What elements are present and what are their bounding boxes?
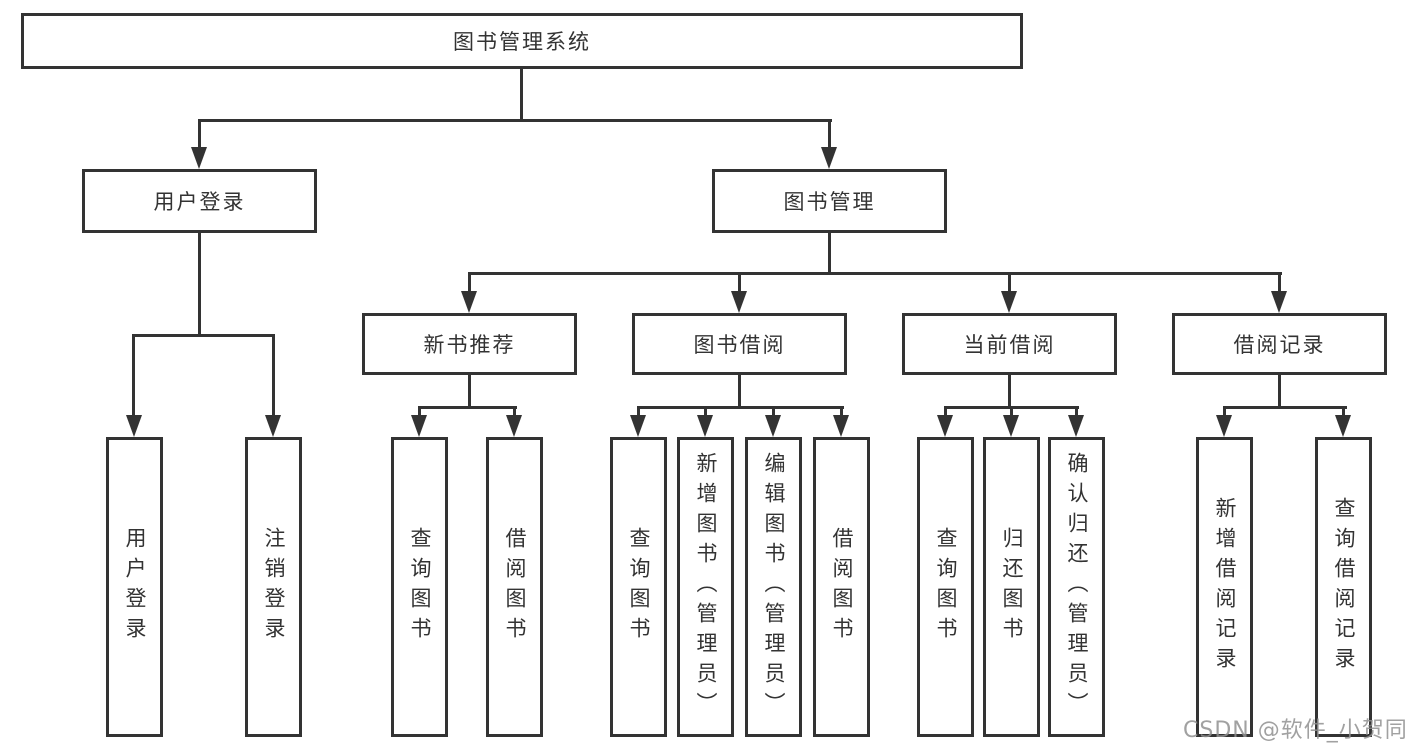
node-leaf-borrow-books: 借阅图书 [813,437,870,737]
arrow-down-icon [731,291,747,313]
csdn-watermark: CSDN @软件_小贺同学 [1183,718,1405,743]
arrow-down-icon [1216,415,1232,437]
connector-line [198,233,201,336]
arrow-down-icon [937,415,953,437]
connector-line [418,406,421,417]
arrow-down-icon [411,415,427,437]
node-leaf-confirm-return-admin: 确认归还（管理员） [1048,437,1105,737]
node-new-book-recommendation: 新书推荐 [362,313,577,375]
arrow-down-icon [1068,415,1084,437]
connector-line [198,119,832,122]
connector-line [772,406,775,417]
arrow-down-icon [1001,291,1017,313]
node-leaf-add-books-admin: 新增图书（管理员） [677,437,734,737]
connector-line [132,334,135,418]
connector-line [1278,375,1281,408]
node-user-login: 用户登录 [82,169,317,233]
connector-line [1008,375,1011,408]
connector-line [468,375,471,408]
connector-line [738,272,741,293]
connector-line [1223,406,1347,409]
node-library-management-system: 图书管理系统 [21,13,1023,69]
arrow-down-icon [461,291,477,313]
arrow-down-icon [265,415,281,437]
connector-line [1278,272,1281,293]
connector-line [132,334,275,337]
node-leaf-query-borrow-record: 查询借阅记录 [1315,437,1372,737]
arrow-down-icon [630,415,646,437]
connector-line [1075,406,1078,417]
arrow-down-icon [506,415,522,437]
arrow-down-icon [765,415,781,437]
connector-line [704,406,707,417]
arrow-down-icon [191,147,207,169]
arrow-down-icon [126,415,142,437]
arrow-down-icon [833,415,849,437]
node-leaf-logout: 注销登录 [245,437,302,737]
connector-line [738,375,741,408]
node-leaf-add-borrow-record: 新增借阅记录 [1196,437,1253,737]
connector-line [944,406,947,417]
node-leaf-edit-books-admin: 编辑图书（管理员） [745,437,802,737]
arrow-down-icon [1003,415,1019,437]
connector-line [272,334,275,418]
connector-line [1223,406,1226,417]
connector-line [468,272,1282,275]
node-book-management: 图书管理 [712,169,947,233]
connector-line [1008,272,1011,293]
node-current-borrowing: 当前借阅 [902,313,1117,375]
node-book-borrowing: 图书借阅 [632,313,847,375]
connector-line [198,119,201,150]
arrow-down-icon [697,415,713,437]
connector-line [637,406,844,409]
arrow-down-icon [821,147,837,169]
node-leaf-borrow-books-new: 借阅图书 [486,437,543,737]
connector-line [520,69,523,121]
connector-line [1342,406,1345,417]
connector-line [828,119,831,150]
arrow-down-icon [1335,415,1351,437]
connector-line [840,406,843,417]
connector-line [418,406,517,409]
node-leaf-query-books-current: 查询图书 [917,437,974,737]
node-leaf-query-books-new: 查询图书 [391,437,448,737]
connector-line [1010,406,1013,417]
node-leaf-user-login: 用户登录 [106,437,163,737]
node-borrowing-records: 借阅记录 [1172,313,1387,375]
connector-line [828,233,831,274]
arrow-down-icon [1271,291,1287,313]
connector-line [468,272,471,293]
connector-line [513,406,516,417]
node-leaf-query-books-borrow: 查询图书 [610,437,667,737]
connector-line [637,406,640,417]
node-leaf-return-books: 归还图书 [983,437,1040,737]
